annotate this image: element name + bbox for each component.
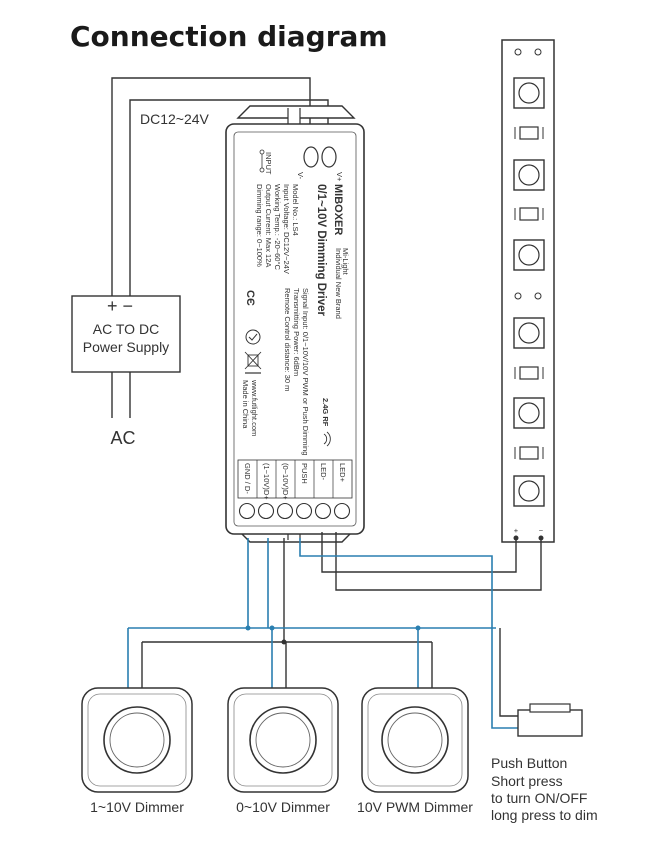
push-button-desc-0: Short press: [491, 773, 563, 789]
terminal-label-led-minus: LED-: [319, 463, 328, 481]
led-chip-icon: [513, 317, 545, 349]
led-chip-icon: [513, 397, 545, 429]
ac-wires: [111, 372, 131, 418]
spec-4: Dimming range: 0~100%: [255, 184, 264, 267]
signal-0: Signal Input: 0/1~10V/10V PWM or Push Di…: [301, 288, 310, 455]
input-label: INPUT: [264, 152, 273, 175]
spec-0: Model No.: LS4: [291, 184, 300, 236]
rf-label: 2.4G RF: [321, 398, 330, 427]
driver-website: www.futlight.com: [250, 379, 259, 436]
terminal-label-gnd: GND / D-: [243, 463, 252, 494]
dimmer-0-10v[interactable]: [227, 687, 339, 793]
dimmer-label-3: 10V PWM Dimmer: [357, 799, 473, 815]
driver-brand: MIBOXER: [332, 184, 344, 235]
power-supply-line1: AC TO DC: [93, 321, 159, 337]
input-plus-label: V+: [335, 172, 344, 182]
terminal-led-plus: [333, 502, 351, 520]
resistor-icon: [514, 446, 544, 460]
led-minus-wire: [335, 532, 542, 591]
terminal-label-0-10v: (0~10V)D+: [281, 463, 290, 500]
led-chip-icon: [513, 239, 545, 271]
led-strip: + −: [501, 39, 555, 543]
strip-minus-label: −: [539, 526, 544, 535]
push-button[interactable]: [517, 703, 583, 737]
terminal-1-10v: [257, 502, 275, 520]
driver-made-in: Made in China: [241, 380, 250, 429]
dimmer-label-2: 0~10V Dimmer: [236, 799, 330, 815]
weee-bin-icon: [244, 351, 262, 370]
dimmer-label-1: 1~10V Dimmer: [90, 799, 184, 815]
signal-2: Remote Control distance: 30 m: [283, 288, 292, 391]
ac-label: AC: [110, 428, 135, 448]
spec-3: Output Current: Max 12A: [264, 184, 273, 267]
led-chip-icon: [513, 475, 545, 507]
dc-voltage-label: DC12~24V: [140, 111, 210, 127]
push-button-desc-1: to turn ON/OFF: [491, 790, 587, 806]
led-chip-icon: [513, 159, 545, 191]
dimmer-10v-pwm[interactable]: [361, 687, 469, 793]
driver-brand-sub2: Individual New Brand: [334, 248, 343, 319]
terminal-label-push: PUSH: [300, 463, 309, 484]
recycle-icon: [245, 329, 261, 345]
spec-1: Input Voltage: DC12V~24V: [282, 184, 291, 274]
power-supply-line2: Power Supply: [83, 339, 169, 355]
dimmer-1-10v[interactable]: [81, 687, 193, 793]
power-supply-polarity: + −: [107, 296, 133, 316]
spec-2: Working Temp.: -20~60°C: [273, 184, 282, 270]
resistor-icon: [514, 366, 544, 380]
terminal-0-10v: [276, 502, 294, 520]
push-wire: [299, 538, 518, 729]
ce-mark-icon: CЄ: [244, 290, 256, 306]
terminal-label-1-10v: (1~10V)D+: [262, 463, 271, 500]
driver-product: 0/1~10V Dimming Driver: [315, 184, 327, 317]
driver-brand-sub1: Mi-Light: [341, 248, 350, 276]
push-button-title: Push Button: [491, 755, 567, 771]
input-minus-label: V-: [296, 172, 305, 180]
signal-1: Transmitting Power: 6dBm: [292, 288, 301, 376]
strip-plus-label: +: [514, 526, 519, 535]
dc-wire-top: [111, 77, 311, 296]
led-plus-wire: [321, 532, 517, 573]
led-chip-icon: [513, 77, 545, 109]
power-supply-box: [71, 295, 181, 373]
terminal-push: [295, 502, 313, 520]
dimming-driver: V- V+ INPUT MIBOXER Mi-Light Individual …: [225, 105, 365, 543]
terminal-label-led-plus: LED+: [338, 463, 347, 483]
resistor-icon: [514, 207, 544, 221]
dimmer-knob-icon[interactable]: [103, 706, 171, 774]
push-button-desc-2: long press to dim: [491, 807, 598, 823]
dimmer-knob-icon[interactable]: [249, 706, 317, 774]
dimmer-knob-icon[interactable]: [381, 706, 449, 774]
page-title: Connection diagram: [70, 20, 388, 53]
terminal-gnd: [238, 502, 256, 520]
terminal-led-minus: [314, 502, 332, 520]
resistor-icon: [514, 126, 544, 140]
rf-signal-icon: [323, 431, 331, 447]
